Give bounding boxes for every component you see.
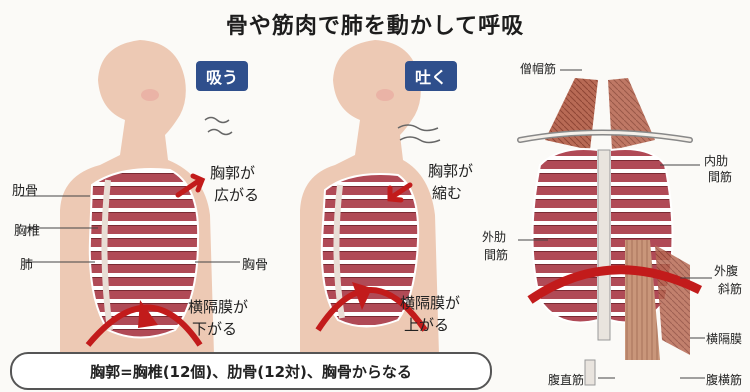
thorax-shrink-label-1: 胸郭が xyxy=(428,160,473,181)
thorax-expand-label-2: 広がる xyxy=(214,184,259,205)
external-oblique-label-2: 斜筋 xyxy=(718,280,742,297)
thorax-caption: 胸郭=胸椎(12個)、肋骨(12対)、胸骨からなる xyxy=(10,352,492,390)
muscle-figure xyxy=(518,70,712,385)
internal-intercostal-label-2: 間筋 xyxy=(708,168,732,185)
exhale-figure xyxy=(300,40,440,390)
trapezius-label: 僧帽筋 xyxy=(520,60,556,77)
rectus-abdominis-label: 腹直筋 xyxy=(548,371,584,388)
sternum-label: 胸骨 xyxy=(242,254,268,273)
diaphragm-up-label-1: 横隔膜が xyxy=(400,292,460,313)
diagram-title: 骨や筋肉で肺を動かして呼吸 xyxy=(0,8,750,40)
thorax-expand-label-1: 胸郭が xyxy=(210,162,255,183)
rib-label: 肋骨 xyxy=(12,180,38,199)
diaphragm-down-label-1: 横隔膜が xyxy=(188,296,248,317)
internal-intercostal-label-1: 内肋 xyxy=(704,152,728,169)
diaphragm-up-label-2: 上がる xyxy=(404,314,449,335)
diaphragm-right-label: 横隔膜 xyxy=(706,330,742,347)
exhale-badge: 吐く xyxy=(405,61,457,91)
diaphragm-down-label-2: 下がる xyxy=(192,318,237,339)
external-intercostal-label-1: 外肋 xyxy=(482,228,506,245)
spine-label: 胸椎 xyxy=(14,220,40,239)
external-intercostal-label-2: 間筋 xyxy=(484,246,508,263)
thorax-shrink-label-2: 縮む xyxy=(432,182,462,203)
lung-label: 肺 xyxy=(20,254,33,273)
transversus-abdominis-label: 腹横筋 xyxy=(706,371,742,388)
external-oblique-label-1: 外腹 xyxy=(714,262,738,279)
inhale-badge: 吸う xyxy=(196,61,248,91)
